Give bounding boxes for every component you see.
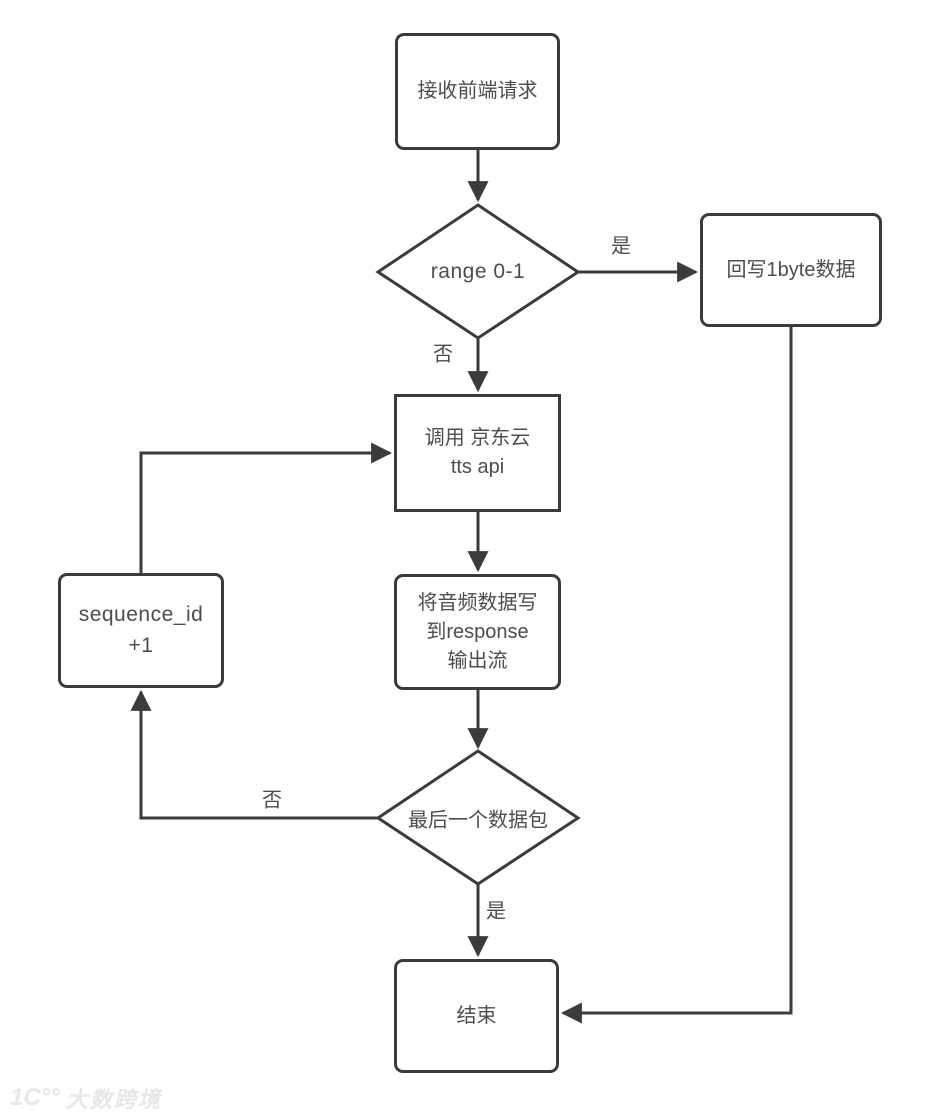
node-sequence-inc: sequence_id +1: [58, 573, 224, 688]
node-start: 接收前端请求: [395, 33, 560, 150]
watermark-text: 大数跨境: [65, 1087, 162, 1112]
edge-label-last-packet-yes: 是: [486, 900, 506, 923]
node-end: 结束: [394, 959, 559, 1073]
node-call-tts: 调用 京东云 tts api: [394, 394, 561, 512]
edge-label-range-no: 否: [433, 343, 453, 366]
node-write-response: 将音频数据写 到response 输出流: [394, 574, 561, 690]
edge-label-last-packet-no: 否: [262, 789, 282, 812]
node-range-decision-label: range 0-1: [430, 260, 526, 283]
edge-writeback-to-end: [560, 327, 793, 1024]
edge-lastpacket-no-to-sequence: [130, 689, 378, 820]
watermark: 1C°° 大数跨境: [10, 1082, 162, 1114]
edge-sequence-to-call: [139, 442, 393, 573]
edge-label-range-yes: 是: [611, 235, 631, 258]
node-writeback: 回写1byte数据: [700, 213, 882, 327]
watermark-logo-icon: 1C°°: [10, 1084, 60, 1111]
node-last-packet-decision-label: 最后一个数据包: [408, 809, 548, 832]
